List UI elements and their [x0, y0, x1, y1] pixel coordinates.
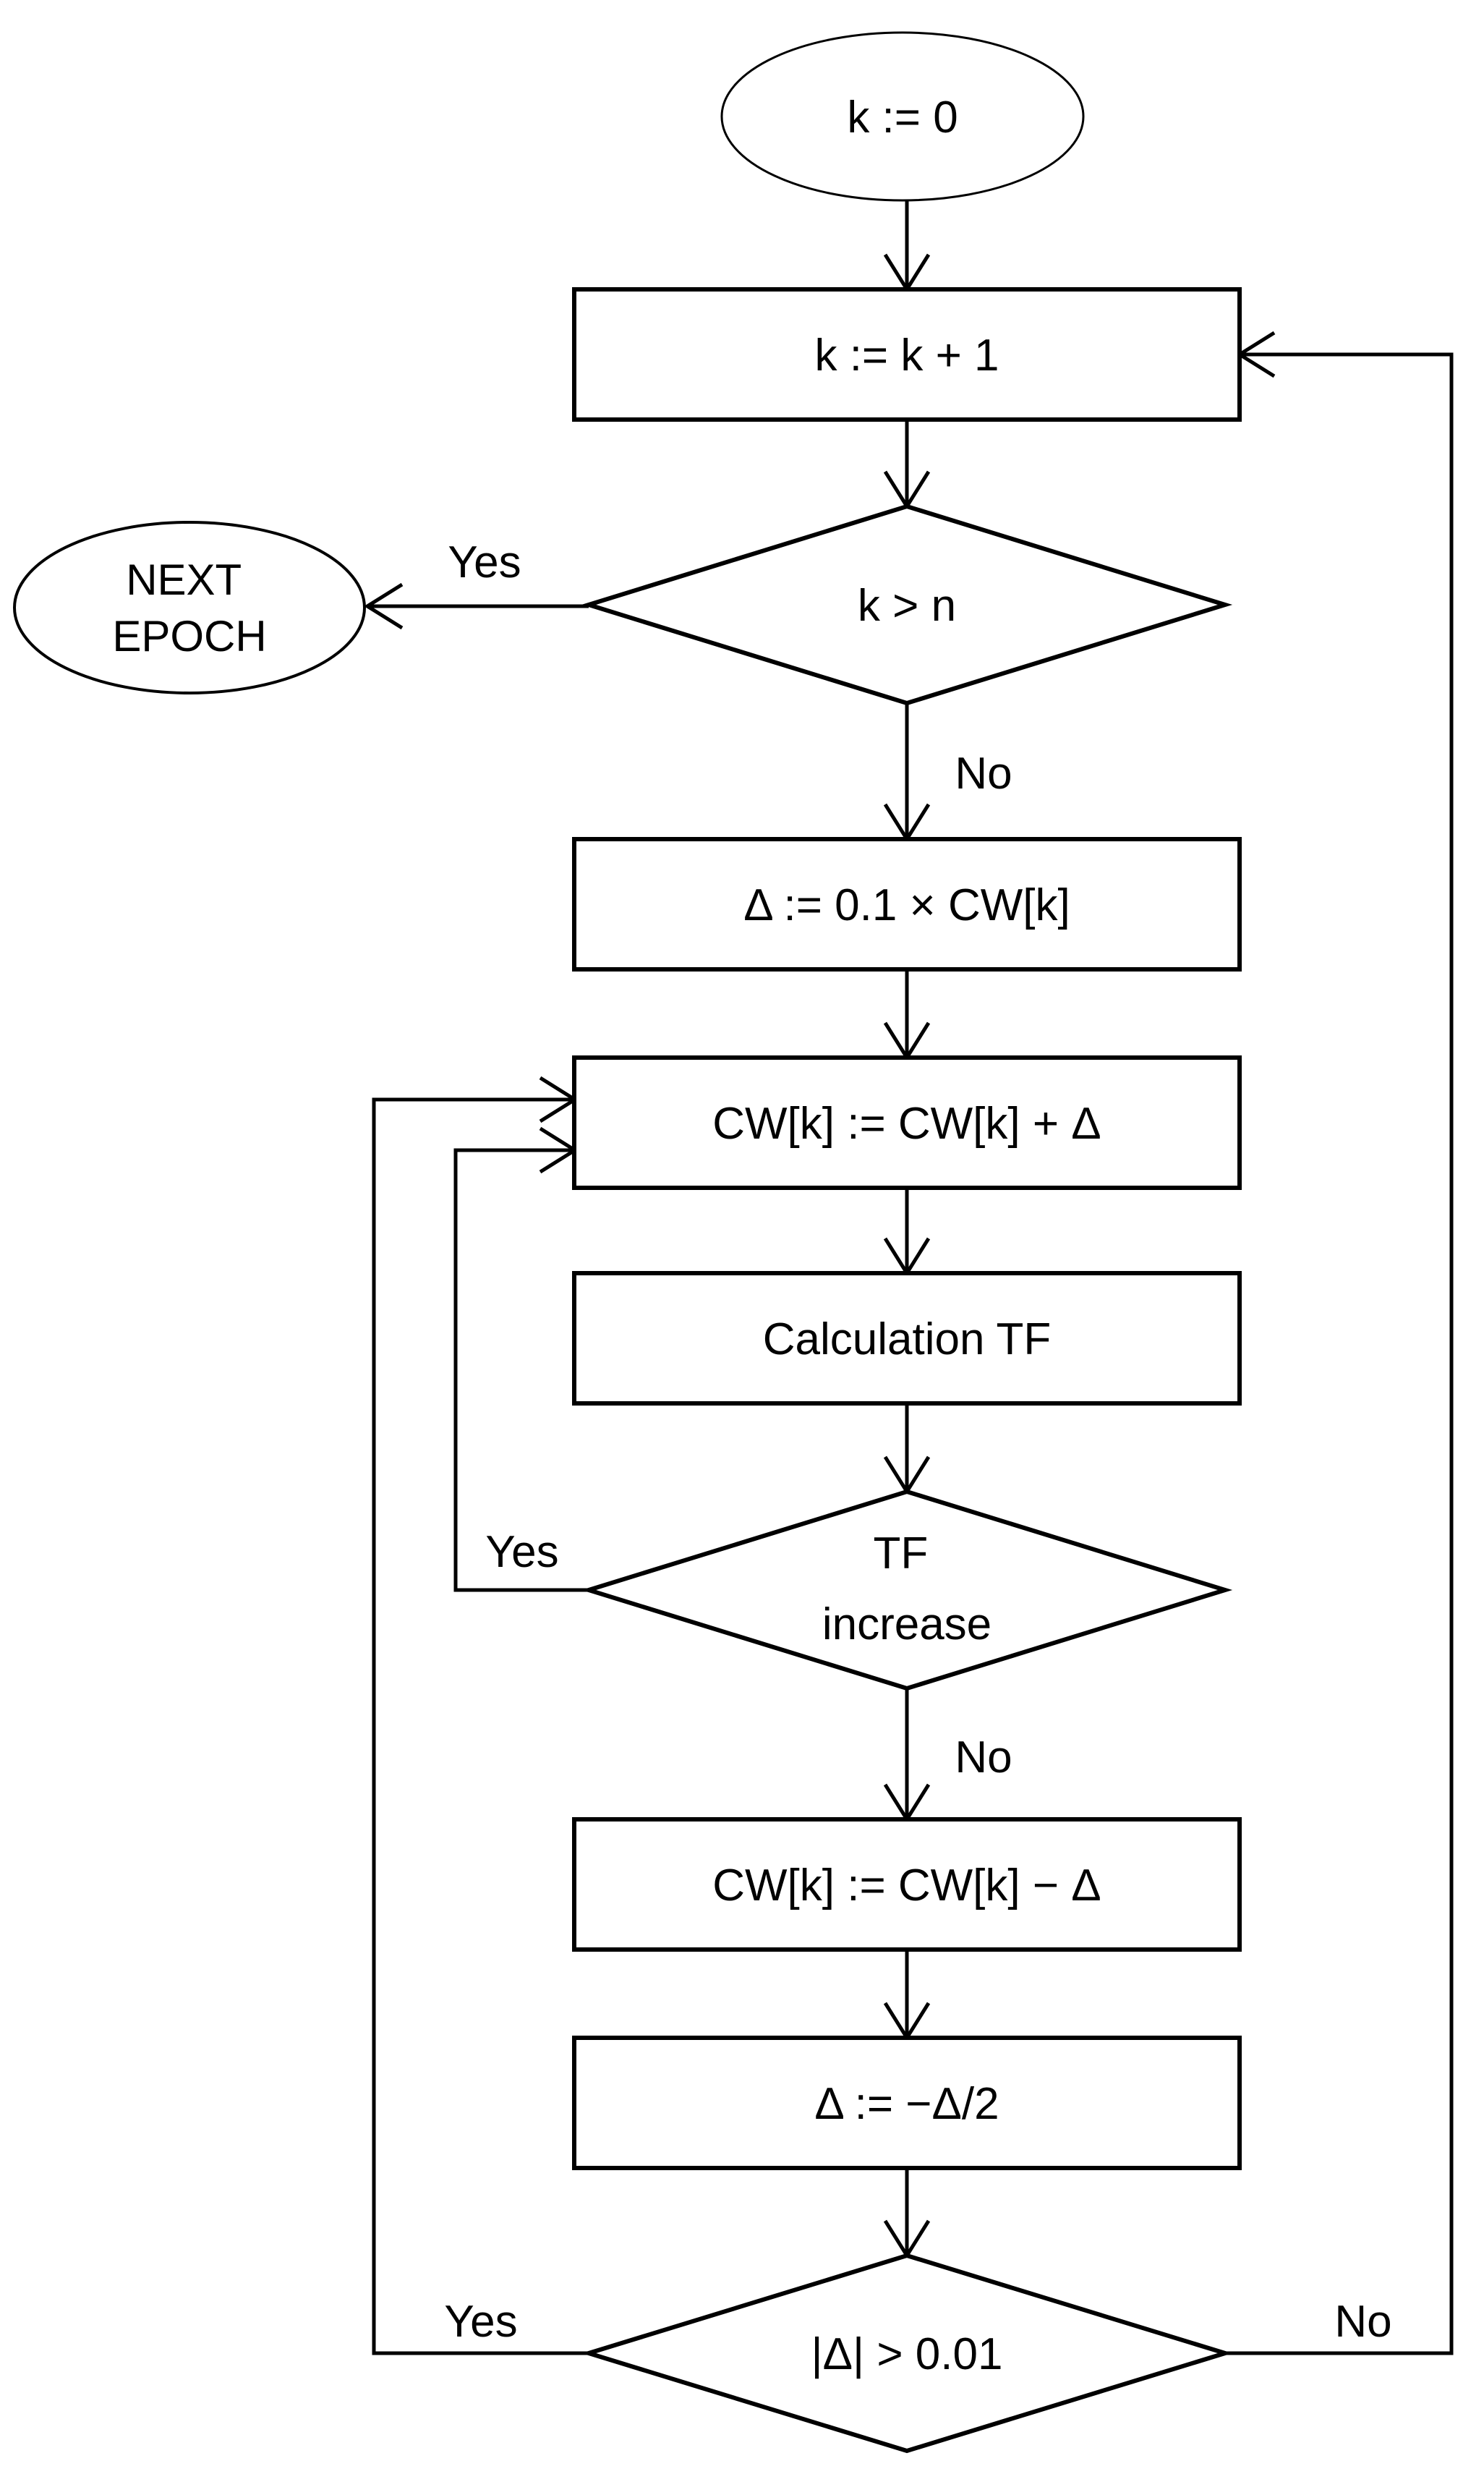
node-init-delta: Δ := 0.1 × CW[k]	[572, 837, 1242, 972]
edge-check-epoch-yes-to-next-epoch: Yes	[364, 537, 589, 630]
next-epoch-terminal-ellipse	[13, 521, 366, 694]
edge-start-to-increment	[883, 200, 931, 293]
edge-line	[1225, 352, 1454, 2355]
edge-sub-delta-to-halve-delta	[883, 1950, 931, 2041]
edge-label-no: No	[955, 1733, 1012, 1782]
edge-check-epoch-no-to-init-delta: No	[883, 703, 1012, 843]
node-label-line-1: NEXT	[126, 556, 241, 604]
arrow-left-icon	[364, 582, 404, 630]
node-check-epoch: k > n	[581, 503, 1233, 706]
node-label: k > n	[858, 581, 956, 631]
node-calc-tf: Calculation TF	[572, 1271, 1242, 1406]
node-label: CW[k] := CW[k] + Δ	[712, 1099, 1101, 1149]
process-box	[572, 1817, 1242, 1952]
edge-line	[453, 1148, 589, 1592]
node-label: Δ := −Δ/2	[814, 2079, 999, 2129]
node-label: |Δ| > 0.01	[811, 2329, 1003, 2379]
node-tf-increase: TF increase	[581, 1489, 1233, 1691]
process-box	[572, 1271, 1242, 1406]
node-label: Calculation TF	[763, 1314, 1052, 1364]
node-label: Δ := 0.1 × CW[k]	[743, 880, 1070, 930]
edge-tf-increase-yes-to-add-delta: Yes	[453, 1126, 589, 1592]
node-add-delta: CW[k] := CW[k] + Δ	[572, 1055, 1242, 1190]
node-halve-delta: Δ := −Δ/2	[572, 2036, 1242, 2170]
node-label: TF increase	[822, 1529, 992, 1649]
process-box	[572, 287, 1242, 422]
edge-calc-tf-to-tf-increase	[883, 1403, 931, 1495]
node-label-line-2: increase	[822, 1599, 992, 1649]
edge-init-delta-to-add-delta	[883, 969, 931, 1061]
edge-label-yes: Yes	[448, 537, 521, 587]
edge-check-delta-yes-to-add-delta: Yes	[372, 1076, 589, 2355]
process-box	[572, 2036, 1242, 2170]
node-check-delta: |Δ| > 0.01	[581, 2253, 1233, 2454]
start-terminal-ellipse	[720, 31, 1085, 202]
edge-label-yes: Yes	[444, 2297, 517, 2347]
node-sub-delta: CW[k] := CW[k] − Δ	[572, 1817, 1242, 1952]
node-increment-k: k := k + 1	[572, 287, 1242, 422]
edge-label-no: No	[955, 749, 1012, 799]
node-label: CW[k] := CW[k] − Δ	[712, 1861, 1101, 1910]
decision-diamond	[581, 503, 1233, 706]
node-label: NEXT EPOCH	[112, 556, 266, 660]
edge-add-delta-to-calc-tf	[883, 1188, 931, 1277]
edge-label-yes: Yes	[485, 1527, 558, 1577]
edge-check-delta-no-to-increment: No	[1225, 331, 1454, 2355]
decision-diamond	[581, 1489, 1233, 1691]
node-label-line-1: TF	[874, 1529, 929, 1578]
node-next-epoch: NEXT EPOCH	[13, 521, 366, 694]
node-start: k := 0	[720, 31, 1085, 202]
edge-label-no: No	[1334, 2297, 1391, 2347]
process-box	[572, 837, 1242, 972]
edge-increment-to-check-epoch	[883, 420, 931, 510]
edge-halve-delta-to-check-delta	[883, 2168, 931, 2259]
node-label: k := 0	[847, 93, 958, 143]
process-box	[572, 1055, 1242, 1190]
edge-line	[372, 1097, 589, 2355]
node-label-line-2: EPOCH	[112, 612, 266, 660]
node-label: k := k + 1	[814, 331, 999, 381]
edge-tf-increase-no-to-sub-delta: No	[883, 1688, 1012, 1823]
decision-diamond	[581, 2253, 1233, 2454]
